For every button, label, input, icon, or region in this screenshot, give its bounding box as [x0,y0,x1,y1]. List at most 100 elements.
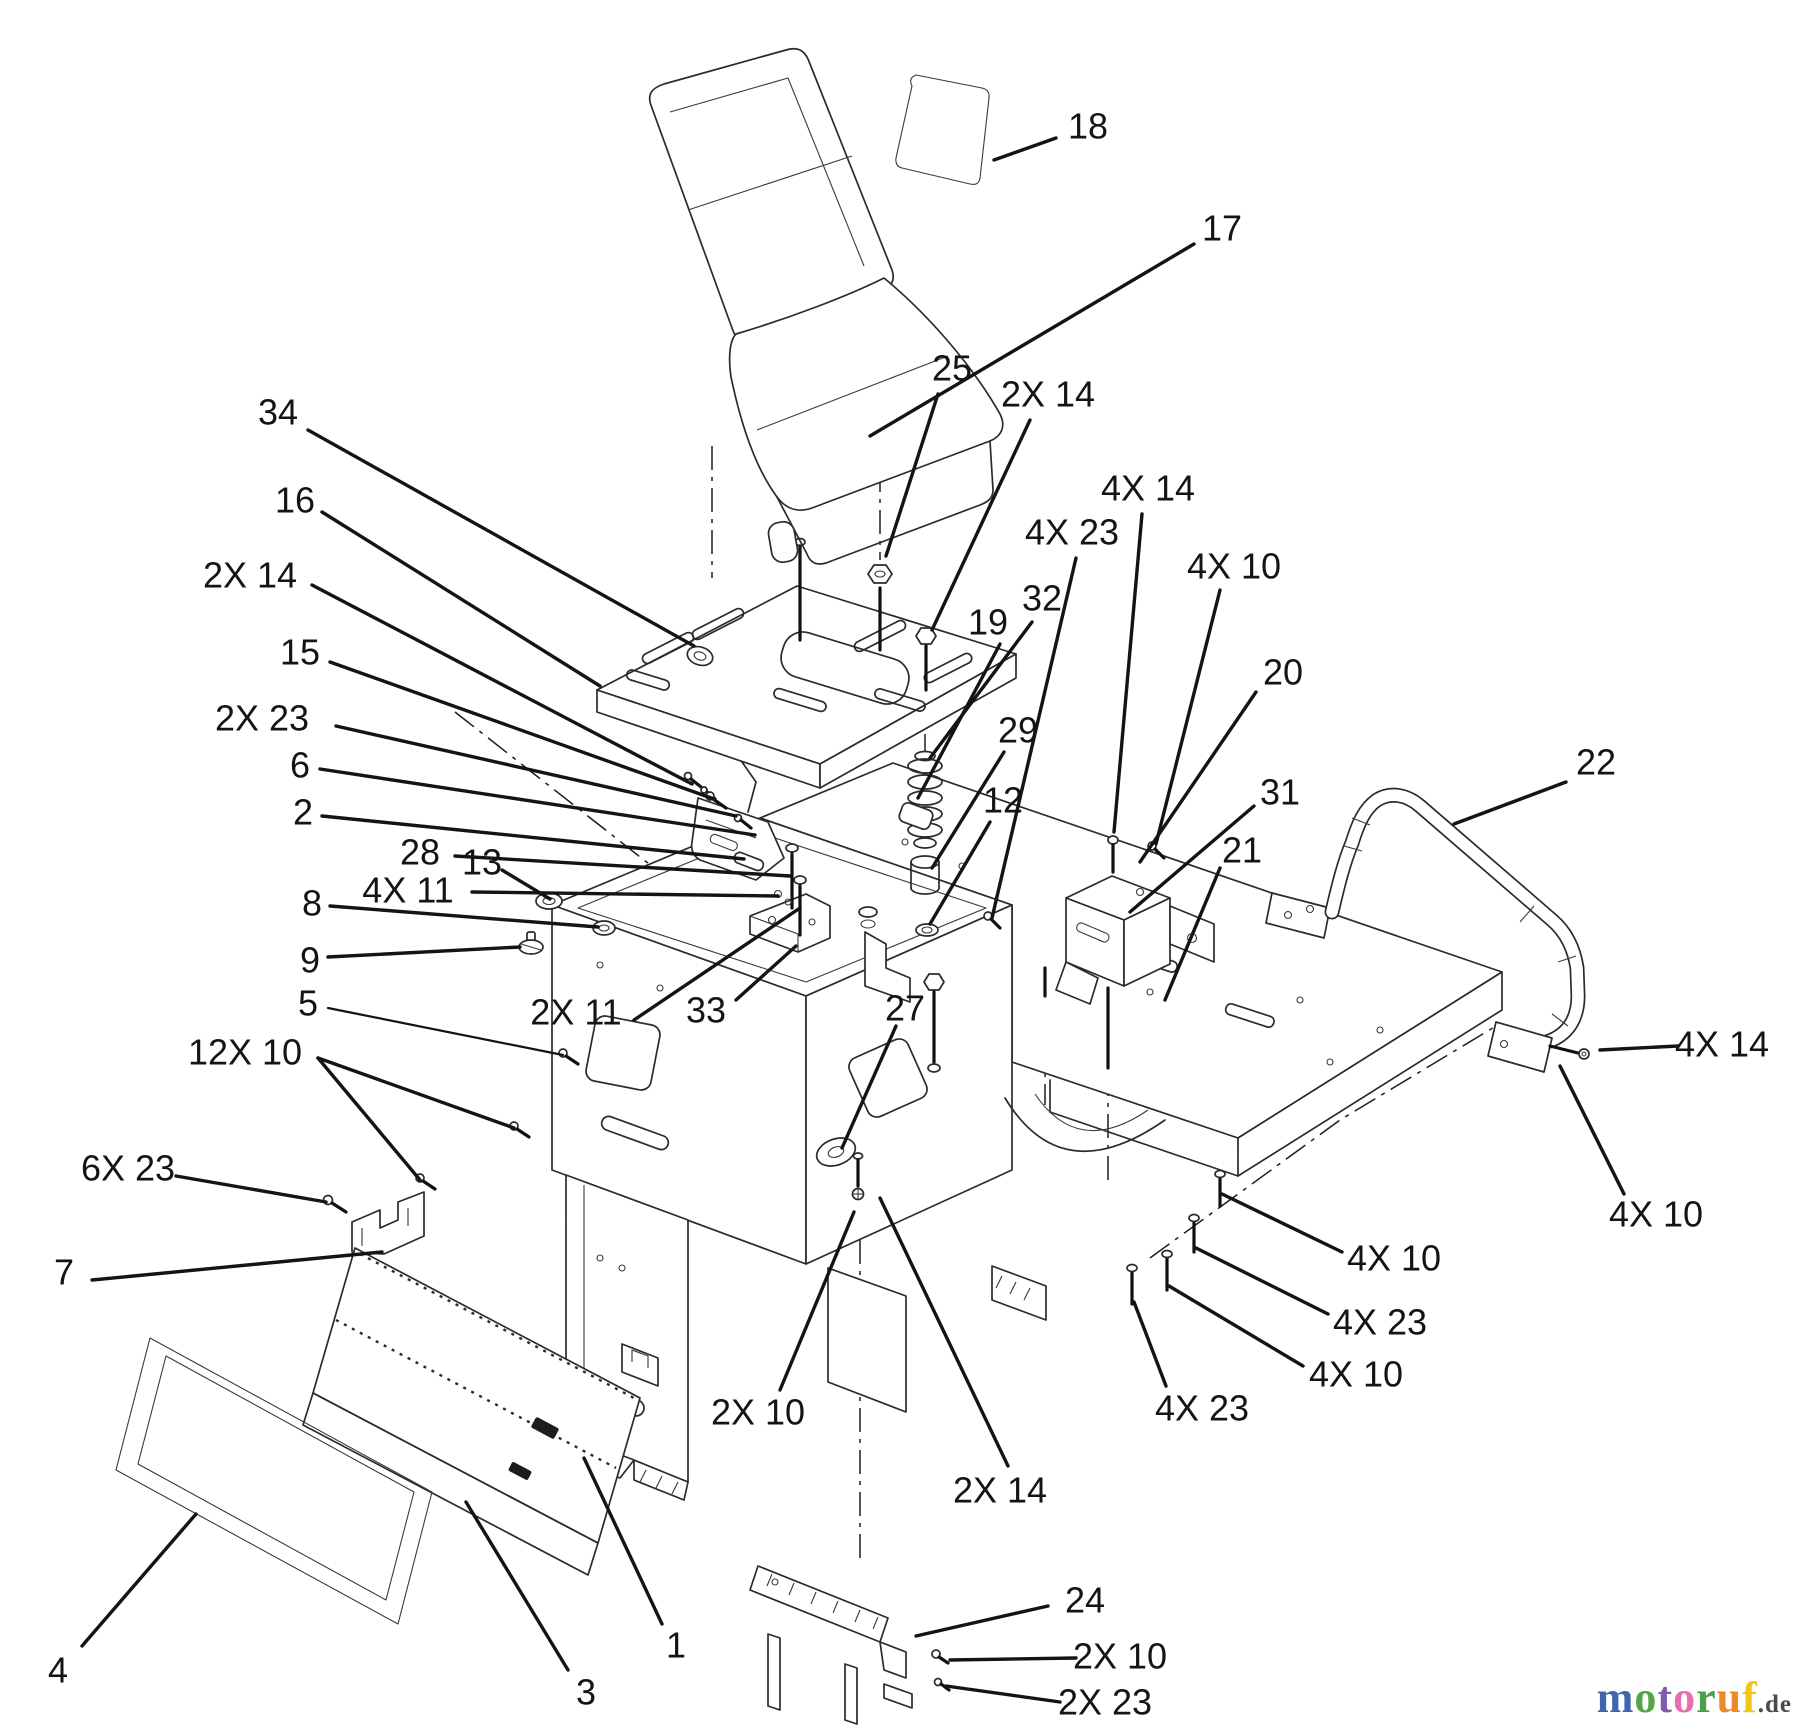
part-callout-label: 33 [686,990,726,1031]
pivot-bracket-33 [749,875,831,953]
watermark-letter: r [1696,1673,1717,1722]
bracket-24-hatching [766,1573,879,1630]
leader-line [318,767,757,837]
rollbar-bolt [1548,1044,1590,1060]
leader-line [326,1006,565,1057]
leader-line [316,1056,422,1182]
leg-hook-inner [631,1349,649,1368]
deck-hole [1326,1058,1334,1066]
bracket-24-hole [771,1578,779,1586]
part-callout-label: 3 [576,1672,596,1713]
small-screw [933,1677,951,1692]
leader-line [1163,866,1222,1002]
watermark-letter: o [1634,1673,1658,1722]
watermark-letter: u [1716,1673,1743,1722]
lower-washer-inner [921,926,933,934]
spacer-19 [898,801,934,831]
small-screw [733,813,753,830]
part-callout-label: 17 [1202,208,1242,249]
leg-hole-small [618,1264,626,1272]
part-callout-label: 32 [1022,578,1062,619]
hinge-arm [741,761,757,813]
part-callout-label: 29 [998,710,1038,751]
part-callout-label: 2X 23 [1058,1682,1152,1723]
leader-line [914,1604,1050,1638]
part-callout-label: 22 [1576,742,1616,783]
frame-slot [600,1115,670,1151]
part-callout-label: 4X 14 [1675,1024,1769,1065]
seat-cushion-seam [756,355,949,431]
leader-line [878,1196,1010,1468]
frame-bolts [1126,1169,1226,1306]
part-callout-label: 4X 11 [362,870,453,911]
foot-hatching [995,1275,1031,1301]
part-callout-label: 2X 14 [953,1470,1047,1511]
leader-line [1452,780,1568,826]
frame-front-screw [851,1152,865,1201]
watermark-letter: m [1596,1673,1635,1722]
deck-slot [1224,1002,1275,1028]
rollbar-tube-fill [1326,789,1584,1056]
heat-shield-assembly [115,1191,641,1625]
leader-line [80,1512,198,1648]
part-callout-label: 25 [932,348,972,389]
leader-line [500,868,552,901]
leader-line [320,510,602,688]
seat-17 [648,47,1004,565]
part-callout-label: 5 [298,983,318,1024]
leader-line [326,945,522,959]
part-callout-label: 27 [885,988,925,1029]
part-callout-label: 24 [1065,1580,1105,1621]
leader-line [464,1500,570,1672]
leader-line [1167,1284,1305,1368]
part-callout-label: 31 [1260,772,1300,813]
hinge-slot [709,833,738,852]
bracket-24 [749,1565,951,1725]
part-callout-label: 2X 10 [1073,1636,1167,1677]
small-screw [509,1121,531,1139]
centerline [1149,1025,1497,1259]
hinge-pin-2 [733,851,765,872]
frame-belly-wall [827,1267,907,1413]
plate-edge-right [819,653,1017,789]
leader-line [306,428,696,648]
leader-line [840,1024,898,1150]
part-callout-label: 2X 23 [215,698,309,739]
leader-line [1154,588,1222,846]
deck-hole [901,838,909,846]
leader-line [928,620,1034,760]
leader-line [90,1250,384,1282]
small-screw [931,1649,950,1665]
leader-line [884,392,940,558]
bracket-hole [767,915,777,925]
support-bracket-20 [983,835,1215,1005]
seat-back-seam [687,155,853,211]
bracket-24-leg [767,1633,781,1711]
plate-fasteners [794,537,937,831]
bolt-head [793,875,807,885]
part-callout-label: 4X 23 [1155,1388,1249,1429]
leader-line [1138,690,1258,864]
part-callout-label: 8 [302,883,322,924]
leader-line [1128,804,1256,914]
watermark-letter: t [1657,1673,1674,1722]
leg-hook [621,1343,659,1387]
plate-hole [1499,1039,1509,1049]
rollbar-left-tab [1265,892,1331,939]
part-callout-label: 4X 10 [1309,1354,1403,1395]
bracket-slot [1076,922,1110,943]
leader-line [930,418,1032,632]
washer [860,919,876,929]
small-screw [983,911,1002,930]
part-callout-label: 13 [462,842,502,883]
part-callout-label: 4X 10 [1347,1238,1441,1279]
frame-hole-square [848,1038,928,1118]
rollbar-end-plate [1487,1021,1553,1073]
washer-13 [535,892,563,910]
frame-hole-square [585,1015,661,1091]
leader-line [328,904,600,929]
part-callout-label: 6X 23 [81,1148,175,1189]
watermark-logo: motoruf.de [1597,1676,1792,1720]
leader-line [632,906,802,1022]
